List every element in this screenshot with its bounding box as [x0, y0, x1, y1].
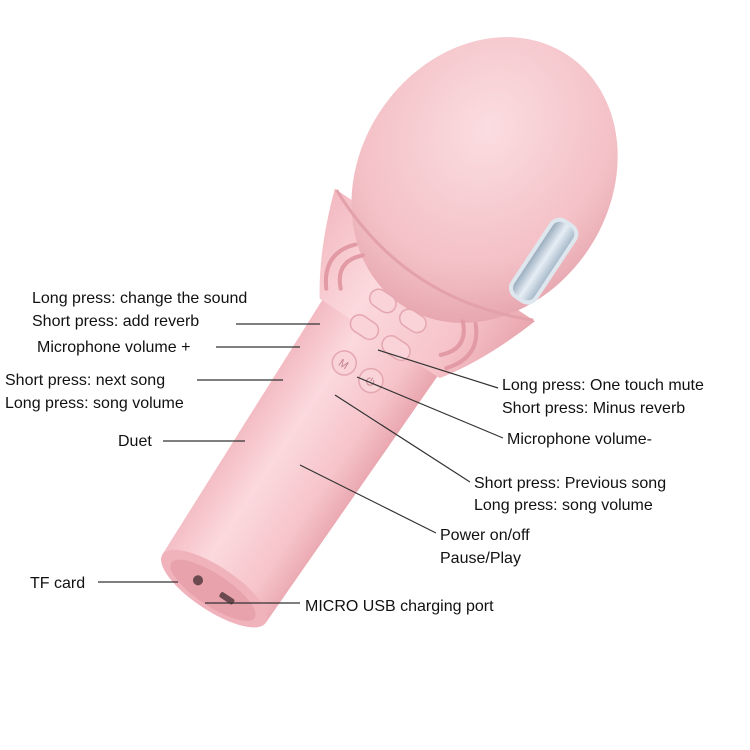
label-add-reverb: Short press: add reverb — [32, 313, 199, 330]
display-screen — [508, 217, 579, 305]
label-mic-volume-plus: Microphone volume + — [37, 339, 190, 356]
speaker-grille — [323, 242, 479, 371]
leader-lines — [98, 323, 504, 604]
label-one-touch-mute: Long press: One touch mute — [502, 377, 704, 394]
next-song-button[interactable] — [347, 311, 382, 343]
previous-song-button[interactable] — [379, 332, 414, 364]
label-pause-play: Pause/Play — [440, 550, 521, 567]
echo-button[interactable] — [366, 286, 399, 316]
tf-card-slot — [192, 575, 203, 586]
label-song-volume-right: Long press: song volume — [474, 497, 653, 514]
label-minus-reverb: Short press: Minus reverb — [502, 400, 685, 417]
label-next-song: Short press: next song — [5, 372, 165, 389]
label-change-sound: Long press: change the sound — [32, 290, 247, 307]
mute-button[interactable] — [396, 306, 429, 336]
label-tf-card: TF card — [30, 575, 85, 592]
label-song-volume-left: Long press: song volume — [5, 395, 184, 412]
duet-button[interactable] — [328, 346, 361, 379]
microphone-handle — [162, 266, 461, 623]
label-power: Power on/off — [440, 527, 530, 544]
label-mic-volume-minus: Microphone volume- — [507, 431, 652, 448]
label-duet: Duet — [118, 433, 152, 450]
label-previous-song: Short press: Previous song — [474, 475, 666, 492]
label-micro-usb: MICRO USB charging port — [305, 598, 494, 615]
micro-usb-port — [219, 592, 235, 605]
